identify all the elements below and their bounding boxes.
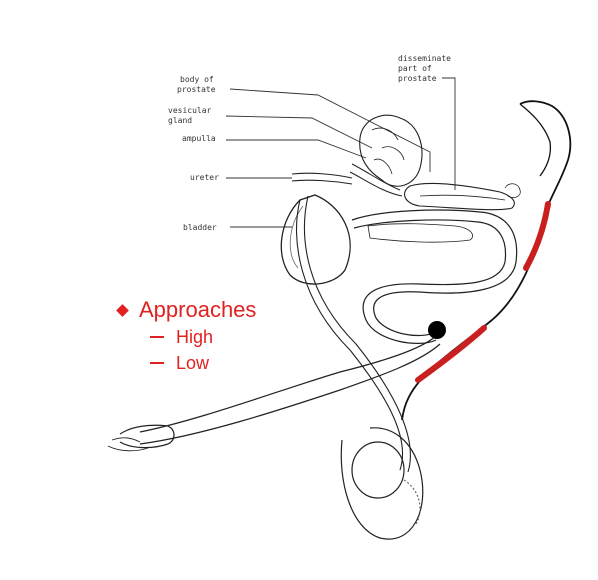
approach-marker-low <box>415 325 487 383</box>
ureter <box>291 172 353 185</box>
approach-label-low: Low <box>176 353 210 373</box>
dash-bullet-icon <box>150 336 164 338</box>
label-bladder: bladder <box>183 223 217 232</box>
label-disseminate-3: prostate <box>398 74 437 83</box>
testis <box>340 427 424 540</box>
prostate <box>404 182 521 211</box>
coccyx-tip <box>519 103 552 177</box>
dash-bullet-icon <box>150 362 164 364</box>
leader-lines <box>225 77 456 228</box>
label-vesicular-gland-2: gland <box>168 116 192 125</box>
vas-deferens <box>295 195 411 473</box>
label-ureter: ureter <box>190 173 219 182</box>
approach-marker-high <box>523 201 551 271</box>
label-vesicular-gland-1: vesicular <box>168 106 212 115</box>
diamond-bullet-icon <box>116 303 129 317</box>
label-body-of-prostate-1: body of <box>180 75 214 84</box>
urethra <box>351 209 518 344</box>
approach-label-high: High <box>176 327 214 347</box>
label-body-of-prostate-2: prostate <box>177 85 216 94</box>
label-ampulla: ampulla <box>182 134 216 143</box>
approach-markers <box>415 201 551 383</box>
bladder-outline <box>280 194 351 285</box>
bladder-inner <box>289 205 304 269</box>
approach-item-high: High <box>150 324 256 350</box>
label-disseminate-2: part of <box>398 64 432 73</box>
approaches-label: Approaches <box>139 297 257 322</box>
approaches-heading: Approaches <box>112 296 256 324</box>
marker-dot <box>428 321 446 339</box>
label-disseminate-1: disseminate <box>398 54 451 63</box>
vesicular-gland <box>349 114 423 197</box>
approaches-list: Approaches High Low <box>112 296 256 376</box>
approach-item-low: Low <box>150 350 256 376</box>
shaft <box>107 335 441 452</box>
